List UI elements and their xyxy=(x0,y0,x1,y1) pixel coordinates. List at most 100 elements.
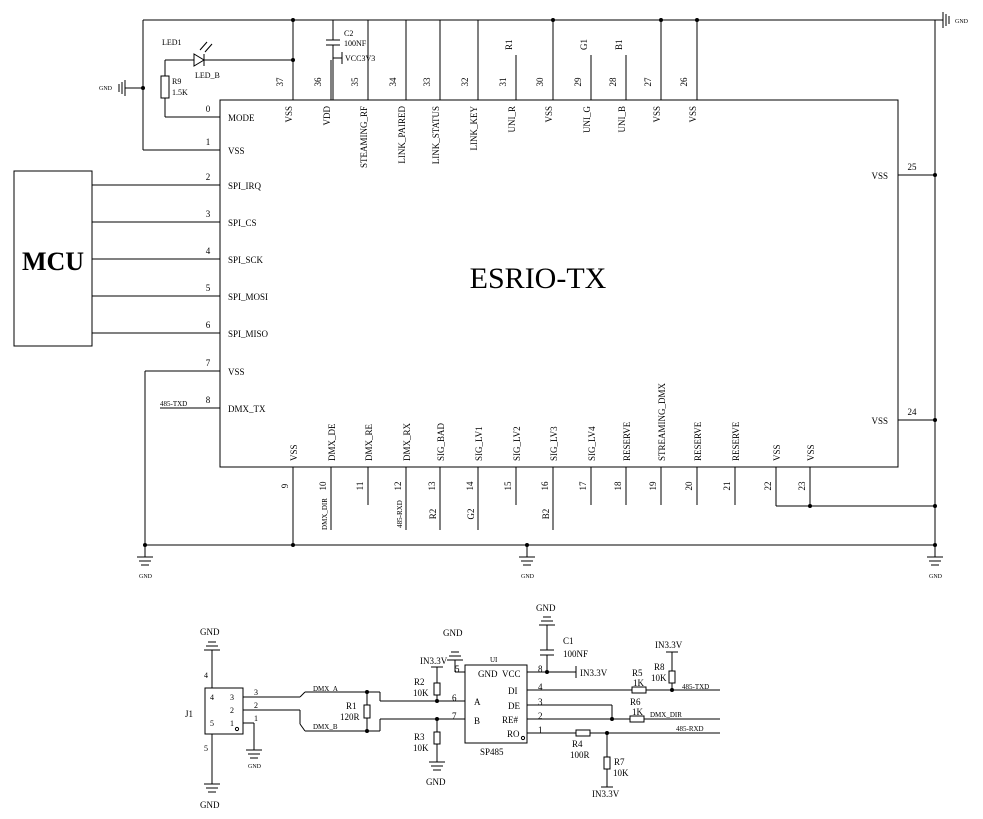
gnd-label-left: GND xyxy=(99,86,113,92)
left-pin-group: 0MODE1VSS2SPI_IRQ3SPI_CS4SPI_SCK5SPI_MOS… xyxy=(160,104,269,414)
pin-number: 24 xyxy=(908,407,918,417)
r2-ref: R2 xyxy=(414,677,425,687)
pin-number: 25 xyxy=(908,162,918,172)
svg-text:1: 1 xyxy=(230,719,234,728)
pin-net: R1 xyxy=(504,39,514,50)
pin-net: DMX_DIR xyxy=(321,498,329,530)
rxd-net: R4 100R R7 10K IN3.3V 485-RXD xyxy=(527,725,720,799)
svg-text:1: 1 xyxy=(254,714,258,723)
r9-value: 1.5K xyxy=(172,88,188,97)
r6-value: 1K xyxy=(632,707,644,717)
svg-text:5: 5 xyxy=(204,744,208,753)
led1[interactable]: LED1 LED_B xyxy=(162,38,294,80)
svg-text:3: 3 xyxy=(254,688,258,697)
pin-name: DMX_TX xyxy=(228,404,266,414)
pin-number: 27 xyxy=(643,77,653,87)
svg-text:5: 5 xyxy=(455,664,460,674)
pin-name: SPI_IRQ xyxy=(228,181,262,191)
resistor-r9[interactable]: R9 1.5K xyxy=(160,60,220,118)
pin-name: UNI_R xyxy=(507,106,517,133)
esrio-tx-chip-body[interactable] xyxy=(219,99,899,468)
svg-text:GND: GND xyxy=(139,574,153,580)
pin-number: 9 xyxy=(280,483,290,488)
r9-ref: R9 xyxy=(172,77,181,86)
svg-text:1: 1 xyxy=(538,725,543,735)
pin-name: VSS xyxy=(871,416,888,426)
pin-net: 485-TXD xyxy=(160,400,187,408)
pin-number: 35 xyxy=(350,77,360,87)
sp485-ic[interactable]: UI SP485 GND A B VCC DI DE RE# RO 5 6 7 … xyxy=(452,656,543,757)
pin-number: 12 xyxy=(393,482,403,491)
ic-pin-vcc: VCC xyxy=(502,669,521,679)
svg-text:GND: GND xyxy=(443,628,463,638)
r1-ref: R1 xyxy=(346,701,357,711)
r3-ref: R3 xyxy=(414,732,425,742)
pin-number: 21 xyxy=(722,482,732,491)
pin-number: 1 xyxy=(206,137,211,147)
pin-number: 22 xyxy=(763,482,773,491)
pin-name: SIG_LV3 xyxy=(549,426,559,461)
svg-text:5: 5 xyxy=(210,719,214,728)
pin-number: 28 xyxy=(608,77,618,87)
pin-net: B1 xyxy=(614,39,624,50)
pin-number: 16 xyxy=(540,481,550,491)
svg-text:GND: GND xyxy=(929,574,943,580)
pin-number: 10 xyxy=(318,481,328,491)
pin-name: VSS xyxy=(284,106,294,123)
pin-name: SPI_SCK xyxy=(228,255,264,265)
pin-number: 26 xyxy=(679,77,689,87)
capacitor-c1[interactable]: GND C1 100NF IN3.3V xyxy=(527,603,608,678)
c1-ref: C1 xyxy=(563,636,574,646)
r8-value: 10K xyxy=(651,673,667,683)
connector-j1[interactable]: J1 4 3 2 1 5 4 3 2 1 5 GND GND GND xyxy=(185,627,262,810)
c1-value: 100NF xyxy=(563,649,588,659)
svg-text:485-TXD: 485-TXD xyxy=(682,683,709,691)
pin-name: SPI_MISO xyxy=(228,329,269,339)
svg-text:6: 6 xyxy=(452,693,457,703)
ic-pin-de: DE xyxy=(508,701,520,711)
pin-number: 30 xyxy=(535,77,545,87)
ab-net: IN3.3V R2 10K GND R3 10K R1 120R DMX_A D… xyxy=(245,656,465,787)
capacitor-c2[interactable]: C2 100NF VCC3V3 xyxy=(326,20,375,100)
ic-name: SP485 xyxy=(480,747,504,757)
svg-text:GND: GND xyxy=(200,627,220,637)
